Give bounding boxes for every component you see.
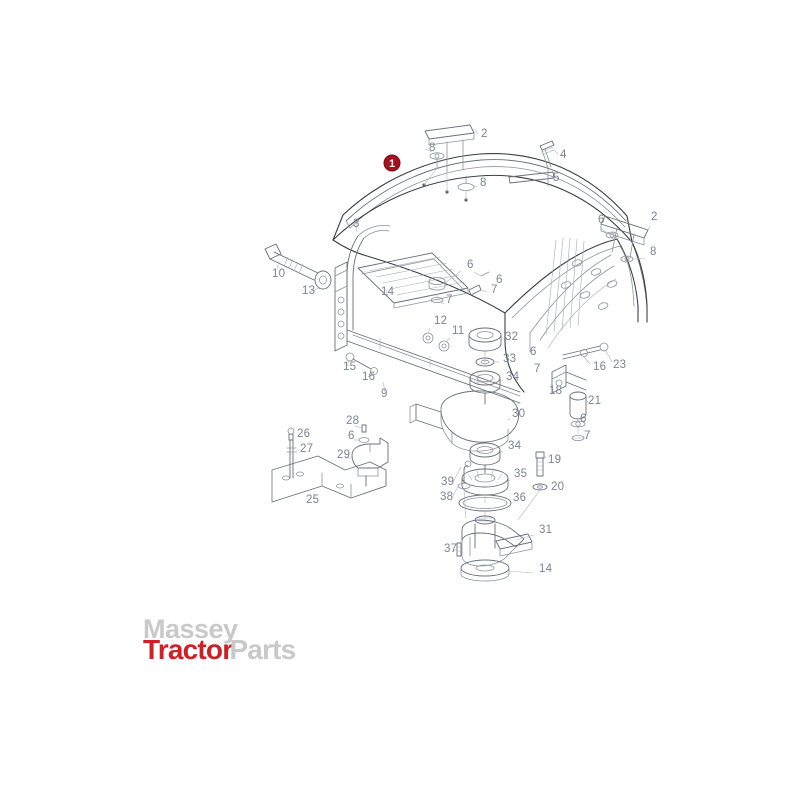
callout-label-6: 6 [530, 346, 537, 358]
callout-label-2: 2 [651, 211, 658, 223]
callout-label-10: 10 [272, 268, 285, 280]
part-13-washer [309, 270, 332, 293]
part-16-23-link [562, 342, 613, 365]
part-34-bearing-lower [469, 442, 504, 466]
part-19-20-bolt-washer [517, 451, 548, 521]
callout-label-11: 11 [452, 325, 464, 337]
part-6-fastener-right [599, 227, 646, 263]
callout-label-16: 16 [593, 361, 606, 373]
callout-label-6: 6 [496, 274, 503, 286]
callout-label-7: 7 [534, 363, 541, 375]
part-26-27-pin [286, 427, 297, 479]
callout-label-32: 32 [505, 331, 518, 343]
callout-label-2: 2 [481, 128, 488, 140]
fender-main-panel [332, 153, 648, 393]
callout-label-34: 34 [506, 371, 520, 383]
callout-label-28: 28 [346, 415, 359, 427]
callout-label-34: 34 [508, 440, 522, 452]
callout-label-6: 6 [467, 259, 474, 271]
part-6-7-fastener-right-lower [570, 420, 586, 441]
callout-label-18: 18 [549, 385, 562, 397]
highlight-badge-1[interactable]: 1 [383, 154, 401, 172]
part-25-bracket-plate [271, 455, 387, 503]
part-32-cap [468, 327, 503, 352]
callout-label-14: 14 [539, 563, 553, 575]
callout-label-8: 8 [480, 177, 487, 189]
part-34-bearing-upper [469, 370, 503, 394]
part-35-hub [461, 464, 511, 496]
part-6-7-fender-face-right [468, 271, 490, 296]
part-31-steering-knuckle [460, 515, 535, 582]
callout-label-23: 23 [613, 359, 626, 371]
callout-label-20: 20 [551, 481, 564, 493]
part-21-bushing [569, 391, 589, 420]
part-10-long-bolt [264, 243, 319, 281]
callout-label-8: 8 [429, 142, 436, 154]
fender-mounting-holes [560, 259, 618, 310]
callout-label-37: 37 [444, 543, 457, 555]
part-2-mount-rail-right [600, 215, 651, 259]
callout-label-27: 27 [300, 443, 313, 455]
callout-label-16: 16 [362, 371, 375, 383]
callout-label-13: 13 [302, 285, 315, 297]
part-8-fastener-group-upper [422, 148, 479, 202]
part-11-12-fasteners [422, 327, 451, 352]
callout-label-19: 19 [548, 454, 561, 466]
part-18-tie-rod-bracket [551, 364, 587, 394]
callout-label-6: 6 [580, 413, 587, 425]
callout-label-6: 6 [348, 430, 355, 442]
part-37-pin [451, 542, 462, 557]
part-3-support-brace [346, 221, 391, 331]
callout-label-12: 12 [434, 315, 447, 327]
callout-label-21: 21 [588, 395, 601, 407]
callout-label-29: 29 [337, 449, 350, 461]
callout-label-39: 39 [441, 476, 454, 488]
part-6-7-fender-face-left [428, 270, 462, 305]
callout-label-26: 26 [297, 428, 310, 440]
part-15-16-small-left [345, 352, 378, 378]
callout-label-33: 33 [503, 353, 516, 365]
highlight-badge-number: 1 [389, 158, 395, 170]
callout-label-4: 4 [560, 149, 567, 161]
callout-label-5: 5 [553, 172, 560, 184]
part-28-29-clamp [346, 424, 389, 487]
callout-label-14: 14 [381, 286, 395, 298]
callout-label-7: 7 [446, 294, 453, 306]
callout-label-35: 35 [514, 468, 527, 480]
part-38-39-pin [451, 460, 472, 519]
part-2-mount-rail-upper [424, 124, 479, 173]
part-4-bolt [539, 140, 559, 169]
callout-label-8: 8 [650, 246, 657, 258]
callout-label-38: 38 [440, 491, 453, 503]
callout-label-7: 7 [491, 284, 498, 296]
callout-label-15: 15 [343, 361, 356, 373]
part-9-axle-frame [334, 261, 521, 404]
callout-label-30: 30 [512, 408, 525, 420]
part-30-axle-housing [409, 390, 520, 452]
callout-label-9: 9 [381, 388, 388, 400]
part-33-seal [475, 357, 499, 367]
callout-label-3: 3 [353, 218, 360, 230]
callout-label-31: 31 [539, 524, 552, 536]
callout-label-25: 25 [306, 494, 319, 506]
callout-label-36: 36 [513, 492, 526, 504]
callout-label-7: 7 [584, 430, 591, 442]
callout-label-6: 6 [598, 214, 605, 226]
part-5-rod [508, 168, 555, 187]
